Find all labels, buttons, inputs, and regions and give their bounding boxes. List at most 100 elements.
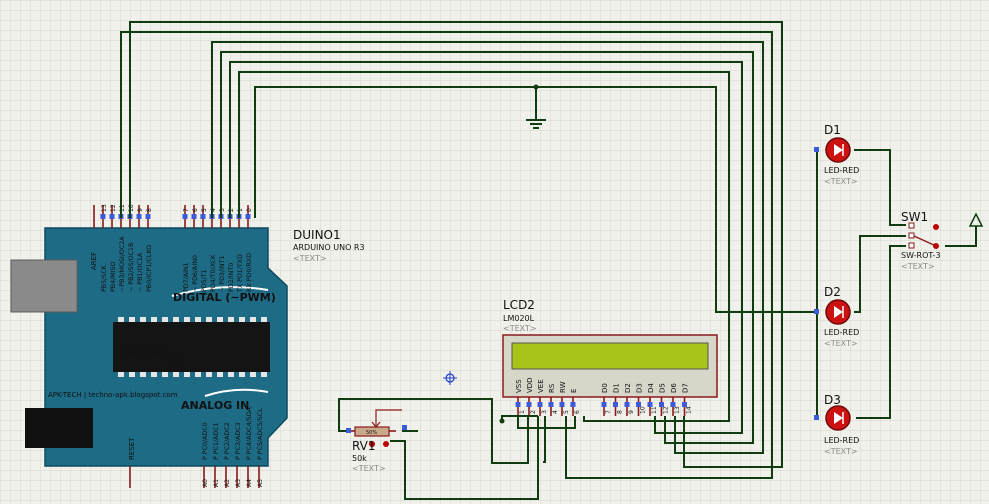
aref-label: AREF [90, 252, 98, 270]
wire-junction-gnd [533, 84, 539, 90]
lcd-pin-label: D1 [613, 383, 621, 393]
chip-pin [239, 317, 245, 322]
chip-pin [184, 372, 190, 377]
pin-marker [136, 214, 142, 219]
pin-marker [670, 402, 676, 407]
usb-connector [10, 259, 78, 313]
pin-function-label: PD5/T1 [201, 269, 208, 292]
lcd-pin-number: 7 [605, 410, 612, 414]
switch-button-up[interactable] [933, 224, 939, 230]
pot-placeholder: <TEXT> [352, 464, 386, 473]
switch-value: SW-ROT-3 [901, 251, 941, 260]
chip-pin [129, 372, 135, 377]
chip-pin [206, 317, 212, 322]
lcd-pin-number: 8 [617, 410, 624, 414]
led-d2[interactable] [814, 299, 851, 325]
board-footer: APK-TECH | techno-apk.blogspot.com [48, 391, 178, 399]
pin-marker [537, 402, 543, 407]
lcd-pin-label: VDD [526, 377, 534, 393]
rotary-switch-sw1[interactable] [908, 222, 939, 249]
analog-label: ANALOG IN [181, 399, 249, 412]
arduino-board[interactable]: DIGITAL (~PWM) ANALOG IN APK-TECH | tech… [10, 227, 288, 467]
chip-label: ATMEGA328P-PU [125, 348, 167, 354]
lcd-pin-label: RS [548, 383, 556, 393]
pin-number: 2 [228, 208, 235, 212]
pin-marker [659, 402, 664, 407]
pin-function-label: P PC5/ADC5/SCL [257, 408, 264, 460]
wires [120, 21, 977, 500]
chip-pin [118, 372, 124, 377]
pin-number: 4 [210, 208, 217, 212]
pin-marker [613, 402, 618, 407]
led-d3-ref: D3 [824, 393, 841, 407]
lcd-placeholder: <TEXT> [503, 324, 537, 333]
chip-pin [162, 317, 168, 322]
lcd-pin-label: D4 [647, 383, 655, 393]
pin-marker [200, 214, 206, 219]
lcd-pin-label: D2 [624, 383, 632, 393]
pin-function-label: P PC3/ADC3 [235, 422, 242, 460]
crosshair-icon[interactable] [443, 371, 457, 385]
lcd-pin-label: D7 [682, 383, 690, 393]
pin-marker [515, 402, 521, 407]
pin-function-label: PB5/SCK [101, 264, 108, 292]
pin-marker [570, 402, 576, 407]
lcd-pin-number: 12 [663, 406, 670, 414]
lcd-value: LM020L [503, 314, 535, 323]
lcd-pin-number: 1 [519, 410, 526, 414]
pin-function-label: ~ PB2/SS/OC1B [128, 243, 135, 292]
pin-marker [636, 402, 641, 407]
chip-pin [173, 317, 179, 322]
pin-marker [245, 214, 251, 219]
pin-marker [191, 214, 197, 219]
chip-pin [206, 372, 212, 377]
digital-arc [171, 286, 269, 297]
lcd-pin-label: RW [559, 381, 567, 393]
lcd-display[interactable]: 1VSS2VDD3VEE4RS5RW6E7D08D19D210D311D412D… [502, 334, 718, 416]
lcd-pin-number: 2 [530, 410, 537, 414]
lcd-pin-number: 13 [674, 406, 681, 414]
lcd-pin-label: D3 [636, 383, 644, 393]
pot-percent: 50% [366, 430, 377, 436]
pin-function-label: P PC0/ADC0 [202, 422, 209, 460]
pin-marker [100, 214, 106, 219]
pin-function-label: PD7/AIN1 [183, 262, 190, 292]
pin-function-label: ~ PB1/OC1A [137, 252, 144, 292]
power-jack [25, 408, 93, 448]
reset-label: RESET [128, 437, 136, 460]
pot-dec-button[interactable] [369, 441, 375, 447]
pin-function-label: PD2/INT0 [228, 263, 235, 292]
pin-number: 0 [246, 208, 253, 212]
pin-number: 8 [146, 208, 153, 212]
wire-junction-vee [499, 418, 505, 424]
pin-function-label: P PC1/ADC1 [213, 422, 220, 460]
pot-inc-button[interactable] [383, 441, 389, 447]
pin-marker [526, 402, 532, 407]
pin-number: 7 [183, 208, 190, 212]
chip-pin [140, 372, 146, 377]
led-d3[interactable] [814, 405, 851, 431]
chip-pin [228, 317, 234, 322]
pin-function-label: ~ PD6/AIN0 [192, 255, 199, 292]
lcd-pin-number: 10 [640, 406, 647, 414]
lcd-pin-number: 14 [686, 406, 693, 414]
chip-pin [151, 317, 157, 322]
power-terminal-icon[interactable] [968, 212, 984, 227]
arduino-ref: DUINO1 [293, 228, 341, 242]
pin-function-label: P PC2/ADC2 [224, 422, 231, 460]
pin-function-label: PD4/T0/XCK [210, 254, 217, 292]
pin-marker [647, 402, 653, 407]
chip-pin [195, 317, 201, 322]
led-d1-value: LED-RED [824, 166, 859, 175]
chip-pin [228, 372, 234, 377]
chip-pin [217, 372, 223, 377]
lcd-pin-label: VSS [515, 379, 523, 393]
switch-button-down[interactable] [933, 243, 939, 249]
pin-function-label: P PC4/ADC4/SDA [246, 406, 253, 460]
pin-marker [559, 402, 565, 407]
led-d1[interactable] [814, 137, 851, 163]
pin-number: 12 [110, 204, 117, 212]
pin-marker [548, 402, 554, 407]
potentiometer-rv1[interactable]: 50% [346, 409, 407, 447]
